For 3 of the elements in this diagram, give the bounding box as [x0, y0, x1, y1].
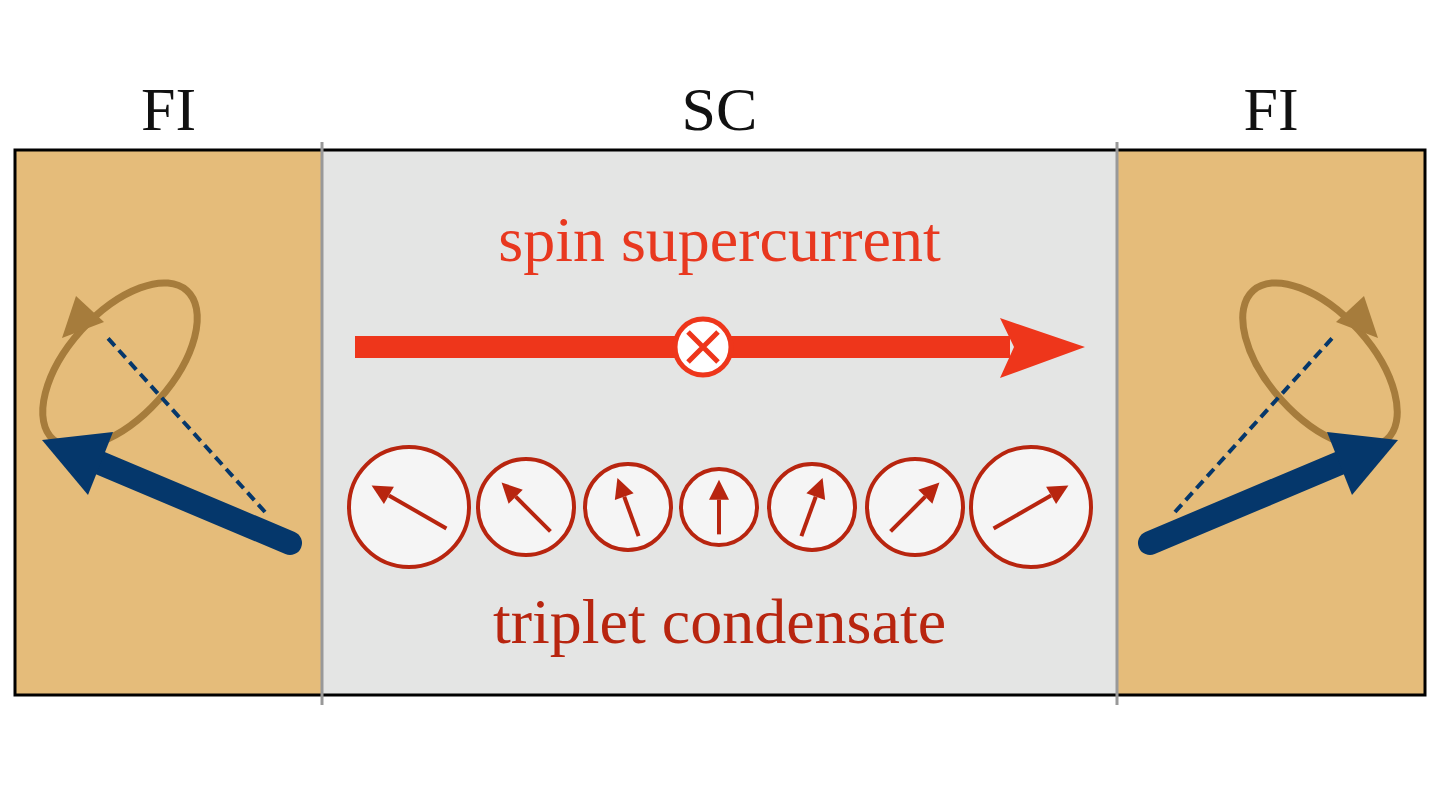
layer-heading: FI — [140, 78, 197, 140]
layer-heading: FI — [1243, 78, 1299, 140]
layer-heading: SC — [681, 78, 758, 140]
